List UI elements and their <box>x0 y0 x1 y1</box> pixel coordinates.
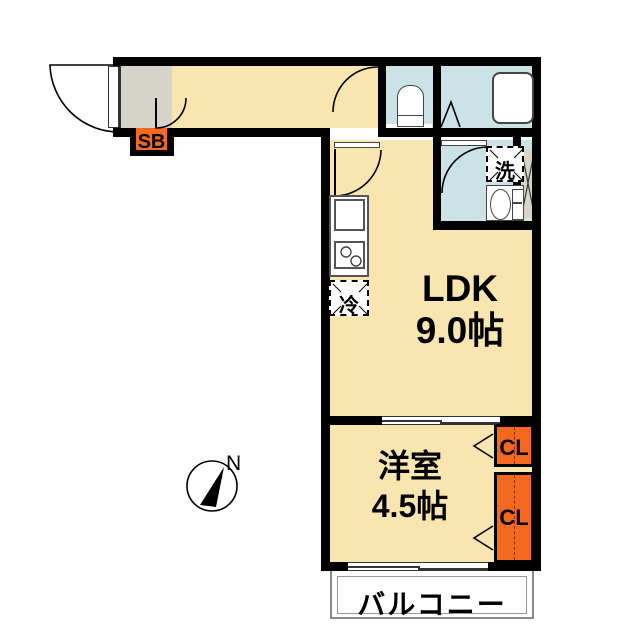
closet-lower-label: CL <box>499 505 529 530</box>
wall-washroom-bottom <box>433 221 541 230</box>
wall-washroom-right <box>513 137 521 229</box>
wall-ldk-left <box>321 128 330 424</box>
wall-right-exterior <box>532 57 541 571</box>
closet-upper[interactable]: CL <box>494 424 534 467</box>
genkan-inner-door-icon <box>155 97 187 129</box>
wall-top <box>113 57 541 66</box>
balcony-label: バルコニー <box>357 589 507 620</box>
washroom-door-frame <box>441 140 487 146</box>
washing-machine-space: 洗 <box>486 146 524 183</box>
wall-bath-bottom <box>433 128 541 137</box>
kitchen-sink-icon <box>334 199 365 231</box>
wall-bedroom-left <box>321 416 330 571</box>
ldk-bedroom-sliding-door[interactable] <box>382 416 500 425</box>
refrigerator-label: 冷 <box>339 295 359 317</box>
entrance-door-swing-icon <box>49 64 120 133</box>
entrance-door-opening <box>108 66 121 128</box>
washroom-door-icon[interactable] <box>441 146 489 196</box>
closet-lower[interactable]: CL <box>494 472 534 563</box>
shoe-box[interactable]: SB <box>136 128 167 153</box>
ldk-room-name: LDK <box>421 268 499 309</box>
balcony-sliding-door[interactable] <box>348 562 488 571</box>
closet-door-arrows-icon <box>472 433 494 551</box>
bedroom-room-size: 4.5帖 <box>371 488 449 524</box>
ldk-room-size: 9.0帖 <box>415 310 505 351</box>
refrigerator-space: 冷 <box>329 280 369 317</box>
bathtub-icon <box>492 72 534 124</box>
ldk-door-frame <box>334 142 380 148</box>
ldk-floor <box>330 66 382 128</box>
wall-toilet-left <box>378 57 386 137</box>
wall-corridor-bottom <box>113 128 330 137</box>
wall-washroom-left <box>433 137 441 229</box>
balcony-inner-line <box>337 576 527 614</box>
washing-machine-label: 洗 <box>495 161 515 183</box>
bedroom-room-name: 洋室 <box>377 448 442 484</box>
wall-toilet-right <box>433 57 441 137</box>
compass <box>186 460 238 512</box>
stove-icon <box>334 241 365 269</box>
bath-door-icon[interactable] <box>440 99 462 128</box>
compass-north-label: N <box>226 452 242 475</box>
ldk-entry-door-icon[interactable] <box>334 148 382 198</box>
shoe-box-label: SB <box>137 131 166 153</box>
wall-toilet-bottom <box>378 128 441 137</box>
genkan-floor <box>120 66 172 128</box>
closet-upper-label: CL <box>499 435 529 460</box>
toilet-icon <box>397 85 424 127</box>
ldk-entry-door-top-icon <box>332 66 379 113</box>
washbasin-icon <box>486 185 524 221</box>
